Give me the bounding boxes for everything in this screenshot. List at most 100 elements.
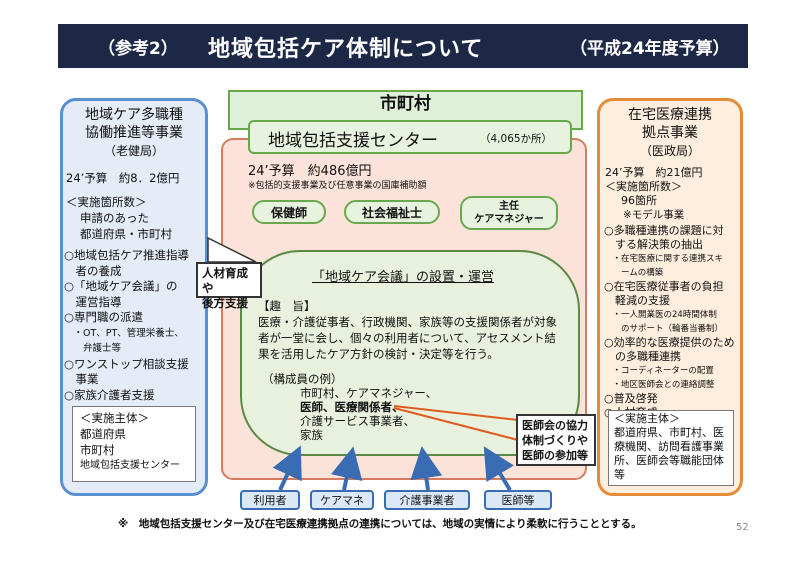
right-budget: 24’予算 約21億円 [605,166,703,179]
members-label: （構成員の例） [262,372,343,386]
purpose-line: 医療・介護従事者、行政機関、家族等の支援関係者が対象 [258,315,557,329]
members-list: 市町村、ケアマネジャー、 医師、医療関係者、 介護サービス事業者、 家族 [300,386,437,442]
purpose-line: 果を活用したケア方針の検討・決定等を行う。 [258,347,499,361]
medical-cooperation-callout: 医師会の協力 体制づくりや 医師の参加等 [516,414,596,466]
right-impl-box [608,410,734,486]
list-item: 運営指導 [64,294,122,309]
care-conference-title: 「地域ケア会議」の設置・運営 [312,270,495,285]
list-item: ・在宅医療に関する連携スキ [604,254,724,264]
right-panel-title: 在宅医療連携 拠点事業 （医政局） [597,106,743,160]
right-title-line3: （医政局） [639,144,700,158]
role-social-worker: 社会福祉士 [344,200,440,224]
list-item: ・コーディネーターの配置 [604,366,714,376]
support-center-title-box: 地域包括支援センター （4,065か所） [248,120,572,154]
chip-user: 利用者 [240,490,300,510]
arrow-doctor [483,446,514,492]
list-item: 弁護士等 [64,343,122,354]
right-title-line1: 在宅医療連携 [628,107,712,123]
right-title-line2: 拠点事業 [642,125,698,141]
chip-label: 医師等 [501,494,535,507]
list-item: の多職種連携 [604,350,681,363]
hr-support-line2: 後方支援 [202,296,248,310]
members-line: 介護サービス事業者、 [300,414,415,428]
center-budget: 24’予算 約486億円 [248,164,372,179]
list-item: ○家族介護者支援 [64,387,155,402]
left-impl-3: 地域包括支援センター [80,460,180,471]
list-item: ・OT、PT、管理栄養士、 [64,327,184,339]
list-item: ・地区医師会との連絡調整 [604,380,715,390]
left-sites-line1: 申請のあった [80,211,149,225]
left-impl-label: ＜実施主体＞ [80,411,149,425]
medical-line1: 医師会の協力 [522,419,588,432]
conference-purpose: 【趣 旨】 医療・介護従事者、行政機関、家族等の支援関係者が対象 者が一堂に会し… [258,298,557,362]
list-item: する解決策の抽出 [604,238,703,251]
right-item-list: ○多職種連携の課題に対 する解決策の抽出 ・在宅医療に関する連携スキ ームの構築… [604,224,735,420]
list-item: 軽減の支援 [604,294,670,307]
right-impl-line: 所、医師会等職能団体 [614,454,724,467]
left-impl-1: 都道府県 [80,427,126,441]
medical-line2: 体制づくりや [522,434,588,447]
members-line: 市町村、ケアマネジャー、 [300,386,438,400]
list-item: ○専門職の派遣 [64,310,144,324]
page-number: 52 [736,522,749,533]
list-item: ○「地域ケア会議」の [64,279,178,293]
medical-callout-line-2 [393,407,519,441]
left-sites-label: ＜実施箇所数＞ [66,195,147,209]
right-sites-note: ※モデル事業 [623,209,685,221]
left-item-list: ○地域包括ケア推進指導 者の養成 ○「地域ケア会議」の 運営指導 ○専門職の派遣… [64,248,189,403]
page-title: 地域包括ケア体制について [208,37,484,62]
chip-care-provider: 介護事業者 [384,490,470,510]
left-title-line1: 地域ケア多職種 [85,107,183,123]
hr-callout-pointer [207,236,257,263]
chip-label: ケアマネ [320,494,364,507]
purpose-line: 者が一堂に会し、個々の利用者について、アセスメント結 [258,331,556,345]
left-impl-box [72,406,196,482]
left-sites-line2: 都道府県・市町村 [80,227,172,241]
list-item: 事業 [64,372,99,386]
left-impl: ＜実施主体＞ 都道府県 市町村 地域包括支援センター [80,410,180,474]
center-budget-note: ※包括的支援事業及び任意事業の国庫補助額 [248,181,427,191]
arrow-care-provider [410,446,443,491]
right-impl-label: ＜実施主体＞ [614,412,680,425]
role-chief-care-manager: 主任 ケアマネジャー [460,196,558,230]
title-budget-note: （平成24年度予算） [570,39,730,59]
left-panel-title: 地域ケア多職種 協働推進等事業 （老健局） [60,106,208,160]
chip-doctor: 医師等 [484,490,552,510]
medical-callout-line-1 [393,405,519,421]
footer-note: ※ 地域包括支援センター及び在宅医療連携拠点の連携については、地域の実情により柔… [118,518,642,530]
arrow-user [272,445,302,491]
medical-line3: 医師の参加等 [522,449,588,462]
right-sites-label: ＜実施箇所数＞ [605,180,682,193]
hr-support-line1: 人材育成や [202,266,248,295]
list-item: ームの構築 [604,268,664,278]
list-item: ○在宅医療従事者の負担 [604,280,724,293]
hr-support-callout: 人材育成や 後方支援 [196,262,262,310]
list-item: ○効率的な医療提供のため [604,336,735,349]
left-sites: ＜実施箇所数＞ 申請のあった 都道府県・市町村 [66,194,172,242]
members-line-medical: 医師、医療関係者、 [300,400,404,414]
left-impl-2: 市町村 [80,443,115,457]
members-line: 家族 [300,428,323,442]
list-item: ・一人開業医の24時間体制 [604,310,717,320]
arrow-care-manager [331,446,363,491]
right-budget-sites: 24’予算 約21億円 ＜実施箇所数＞ 96箇所 ※モデル事業 [605,166,703,222]
purpose-label: 【趣 旨】 [258,299,316,313]
support-center-title: 地域包括支援センター [268,131,438,151]
right-impl-line: 等 [614,468,625,481]
list-item: のサポート（輪番当番制） [604,324,724,334]
left-title-line2: 協働推進等事業 [85,125,183,141]
right-impl-line: 療機関、訪問看護事業 [614,440,724,453]
right-sites-count: 96箇所 [621,194,657,207]
chip-label: 介護事業者 [399,494,455,507]
list-item: ○ワンストップ相談支援 [64,356,189,371]
support-center-count: （4,065か所） [480,133,553,145]
role-label: 社会福祉士 [361,205,422,220]
municipality-label: 市町村 [380,94,431,114]
role-public-health-nurse: 保健師 [252,200,326,224]
role-label: 主任 ケアマネジャー [474,201,544,225]
list-item: ○地域包括ケア推進指導 [64,248,190,262]
list-item: ○普及啓発 [604,392,658,405]
list-item: ○多職種連携の課題に対 [604,224,724,237]
right-impl: ＜実施主体＞ 都道府県、市町村、医 療機関、訪問看護事業 所、医師会等職能団体 … [614,412,724,482]
